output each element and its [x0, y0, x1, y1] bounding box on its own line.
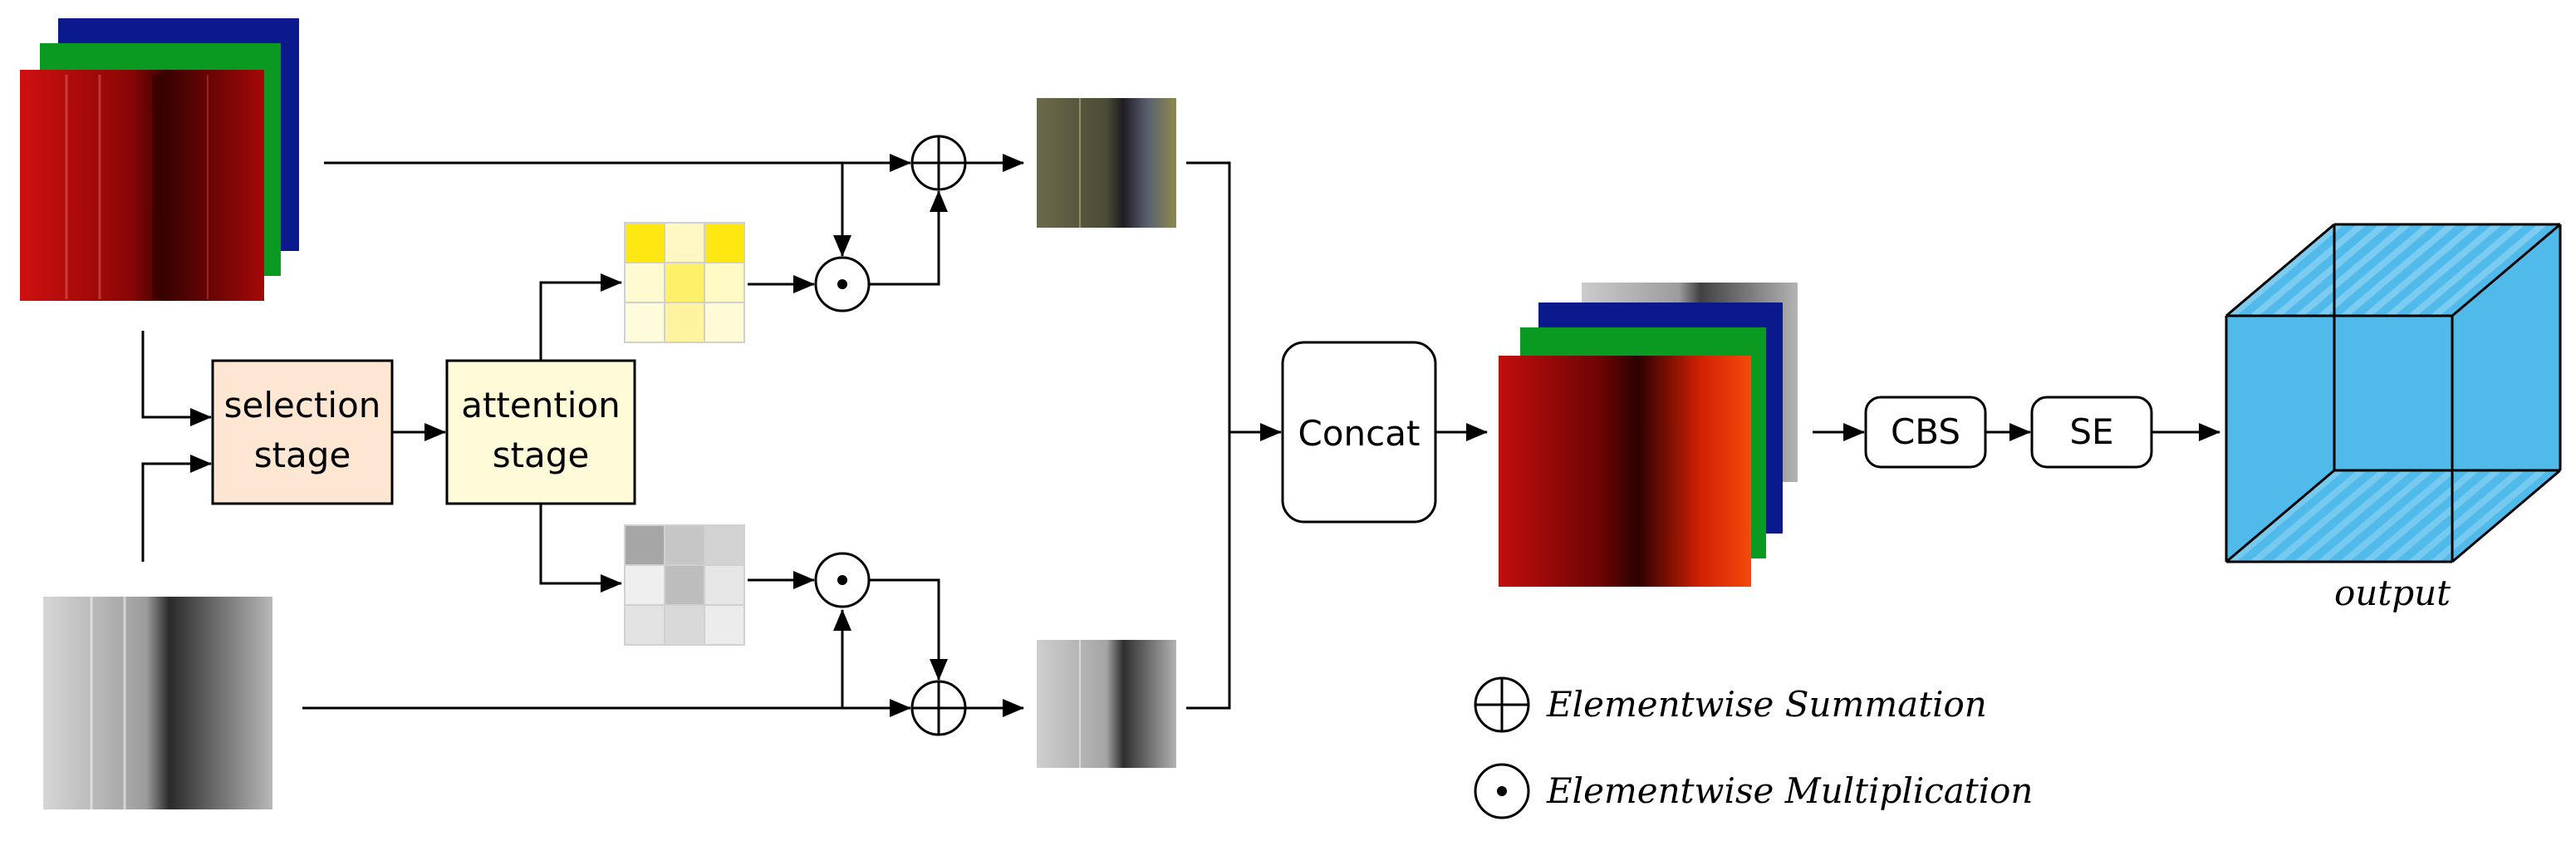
cube-bottom-stripe-4 — [2316, 470, 2436, 562]
cube-top-stripe-0 — [2226, 224, 2345, 316]
legend-multiply-label: Elementwise Multiplication — [1546, 770, 2033, 811]
rgb-map-cell-6 — [624, 302, 665, 343]
cube-top-stripe-7 — [2384, 224, 2503, 316]
cube-edge-8 — [2225, 223, 2335, 317]
multiply-op-bottom — [814, 552, 871, 608]
output-label: output — [2334, 573, 2451, 613]
rgb-map-cell-8 — [704, 302, 745, 343]
rgb-map-cell-0 — [624, 222, 665, 263]
rgb-map-cell-1 — [664, 222, 705, 263]
rgb-map-cell-2 — [704, 222, 745, 263]
selection-label-line1: selection — [224, 385, 381, 425]
edges — [141, 154, 2220, 717]
rgb-map-cell-7 — [664, 302, 705, 343]
concatenated-stack — [1499, 283, 1798, 587]
attention-stage-box: attention stage — [445, 359, 636, 505]
cube-edge-10 — [2451, 469, 2561, 563]
selection-stage-box: selection stage — [211, 359, 394, 505]
rgb-road-lines — [65, 75, 209, 299]
selection-label-line2: stage — [254, 435, 351, 475]
concat-label: Concat — [1298, 413, 1420, 454]
cube-top-stripe-3 — [2294, 224, 2412, 316]
fused-thermal-image — [1037, 640, 1176, 768]
output-cube — [2225, 223, 2562, 563]
rgb-map-cell-5 — [704, 262, 745, 303]
cube-bottom-stripe-8 — [2407, 470, 2525, 562]
edge-attention-to-rgb-map — [539, 273, 622, 361]
edge-multiply-to-sum-bottom — [869, 578, 948, 681]
thermal-attention-map — [624, 524, 745, 646]
red-channel — [20, 70, 264, 301]
attention-label-line1: attention — [461, 385, 621, 425]
multiply-op-top — [814, 256, 871, 312]
thermal-input-image — [43, 597, 272, 809]
thermal-map-cell-3 — [624, 564, 665, 606]
cube-bottom-stripe-9 — [2429, 470, 2549, 562]
sum-op-top — [910, 135, 967, 191]
cbs-box: CBS — [1864, 396, 1987, 469]
thermal-map-cell-1 — [664, 524, 705, 566]
thermal-map-cell-8 — [704, 604, 745, 646]
thermal-map-cell-4 — [664, 564, 705, 606]
cube-top-stripe-6 — [2362, 224, 2480, 316]
concat-box: Concat — [1281, 341, 1437, 524]
thermal-map-cell-5 — [704, 564, 745, 606]
thermal-image — [43, 597, 272, 809]
legend-multiply-symbol — [1474, 763, 1530, 819]
thermal-map-cell-6 — [624, 604, 665, 646]
cube-bottom-stripe-2 — [2271, 470, 2390, 562]
rgb-attention-map — [624, 222, 745, 343]
fused-rgb-image — [1037, 98, 1176, 228]
attention-label-line2: stage — [493, 435, 590, 475]
edge-multiply-to-sum-top — [869, 190, 948, 286]
cube-top-stripe-8 — [2407, 224, 2525, 316]
cube-edge-9 — [2451, 223, 2561, 317]
edge-fused-rgb-to-concat — [1186, 161, 1231, 432]
cube-bottom-stripe-5 — [2339, 470, 2458, 562]
thermal-map-cell-0 — [624, 524, 665, 566]
se-label: SE — [2069, 411, 2113, 452]
cube-bottom-stripe-0 — [2226, 470, 2345, 562]
se-box: SE — [2030, 396, 2153, 469]
cube-top-stripe-1 — [2249, 224, 2367, 316]
cube-bottom-stripe-3 — [2294, 470, 2412, 562]
legend: Elementwise Summation Elementwise Multip… — [1474, 676, 2033, 819]
edge-thermal-to-selection — [141, 455, 212, 562]
cbs-label: CBS — [1891, 411, 1960, 452]
sum-op-bottom — [910, 680, 967, 736]
cube-top-stripe-2 — [2271, 224, 2390, 316]
stack-red-layer — [1499, 356, 1751, 587]
edge-rgb-to-selection — [141, 331, 212, 426]
cube-bottom-stripe-1 — [2249, 470, 2367, 562]
thermal-map-cell-7 — [664, 604, 705, 646]
edge-attention-to-thermal-map — [539, 504, 622, 593]
cube-top-stripe-9 — [2429, 224, 2549, 316]
cube-edge-11 — [2225, 469, 2335, 563]
cube-bottom-stripe-7 — [2384, 470, 2503, 562]
legend-sum-symbol — [1474, 676, 1530, 733]
rgb-map-cell-4 — [664, 262, 705, 303]
rgb-input-stack — [20, 18, 299, 301]
thermal-map-cell-2 — [704, 524, 745, 566]
rgb-map-cell-3 — [624, 262, 665, 303]
cube-top-stripe-4 — [2316, 224, 2436, 316]
cube-bottom-stripe-6 — [2362, 470, 2480, 562]
cube-top-stripe-5 — [2339, 224, 2458, 316]
legend-sum-label: Elementwise Summation — [1546, 684, 1987, 725]
edge-fused-thermal-to-concat — [1186, 432, 1231, 710]
